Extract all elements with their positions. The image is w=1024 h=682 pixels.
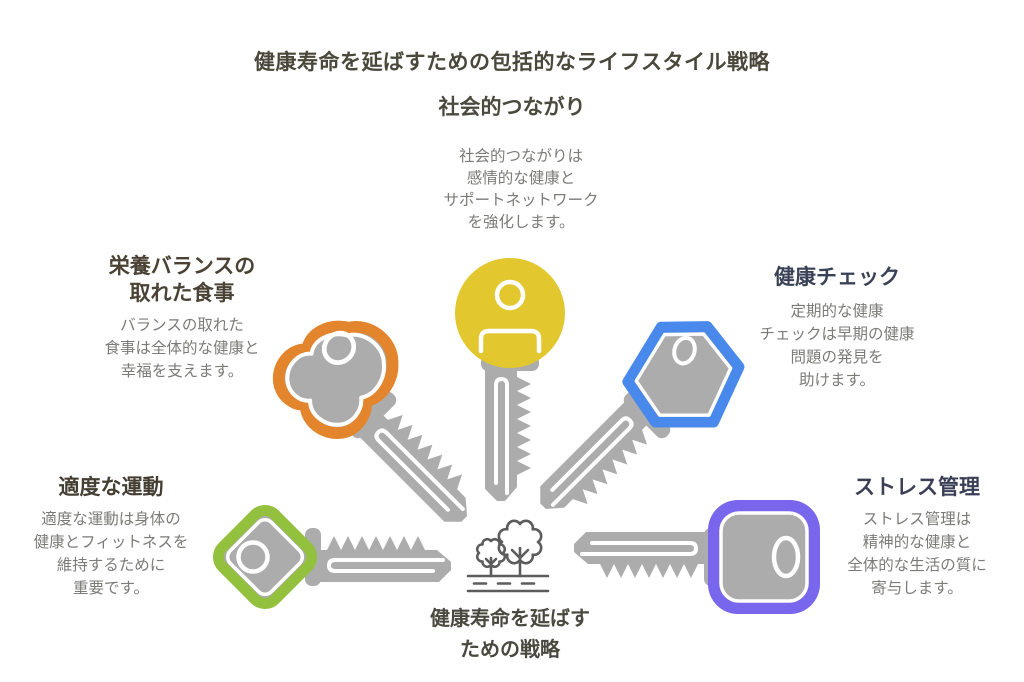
keyhole-icon bbox=[321, 330, 357, 365]
key-blade-slot bbox=[580, 541, 699, 556]
key-head-notch bbox=[478, 328, 542, 354]
key-blade bbox=[305, 528, 451, 586]
key-head-inner-line bbox=[225, 517, 305, 597]
item-heading-balanced-diet: 栄養バランスの 取れた食事 bbox=[108, 255, 256, 305]
key-blade-slot bbox=[550, 416, 634, 507]
item-description-balanced-diet: バランスの取れた 食事は全体的な健康と 幸福を支えます。 bbox=[104, 317, 260, 380]
key-blade bbox=[574, 528, 720, 586]
diamond-key-icon bbox=[205, 492, 455, 622]
keyhole-icon bbox=[494, 279, 526, 311]
key-blade-slot bbox=[494, 376, 509, 495]
rounded-square-key-icon bbox=[570, 492, 820, 622]
keyhole-icon bbox=[672, 335, 697, 366]
key-blade-slot bbox=[374, 428, 465, 512]
center-strategy-label: 健康寿命を延ばす ための戦略 bbox=[430, 608, 590, 661]
keyhole-icon bbox=[771, 535, 801, 579]
item-heading-health-check: 健康チェック bbox=[774, 266, 900, 289]
item-description-stress-management: ストレス管理は 精神的な健康と 全体的な生活の質に 寄与します。 bbox=[847, 511, 987, 597]
tree-trunk-large bbox=[510, 546, 530, 578]
round-key-icon bbox=[445, 255, 575, 505]
key-head-shape bbox=[455, 258, 565, 368]
item-heading-stress-management: ストレス管理 bbox=[854, 476, 980, 499]
item-description-social-connection: 社会的つながりは 感情的な健康と サポートネットワーク を強化します。 bbox=[443, 148, 599, 231]
tree-trunk-small bbox=[484, 556, 498, 578]
key-head-inner-line bbox=[285, 332, 386, 427]
clover-key-icon bbox=[251, 293, 520, 562]
keyhole-icon bbox=[236, 540, 270, 574]
key-head-shape bbox=[212, 504, 318, 610]
item-heading-social-connection: 社会的つながり bbox=[438, 96, 586, 119]
item-description-moderate-exercise: 適度な運動は身体の 健康とフィットネスを 維持するために 重要です。 bbox=[33, 511, 189, 597]
page-title: 健康寿命を延ばすための包括的なライフスタイル戦略 bbox=[254, 51, 770, 74]
key-head-inner-plate bbox=[719, 511, 809, 603]
item-description-health-check: 定期的な健康 チェックは早期の健康 問題の発見を 助けます。 bbox=[759, 303, 915, 389]
key-blade-slot bbox=[326, 558, 445, 573]
hexagon-key-icon bbox=[501, 293, 770, 562]
item-heading-moderate-exercise: 適度な運動 bbox=[58, 476, 164, 499]
key-head-inner-line bbox=[634, 332, 733, 417]
trees-ground-icon bbox=[460, 512, 564, 601]
